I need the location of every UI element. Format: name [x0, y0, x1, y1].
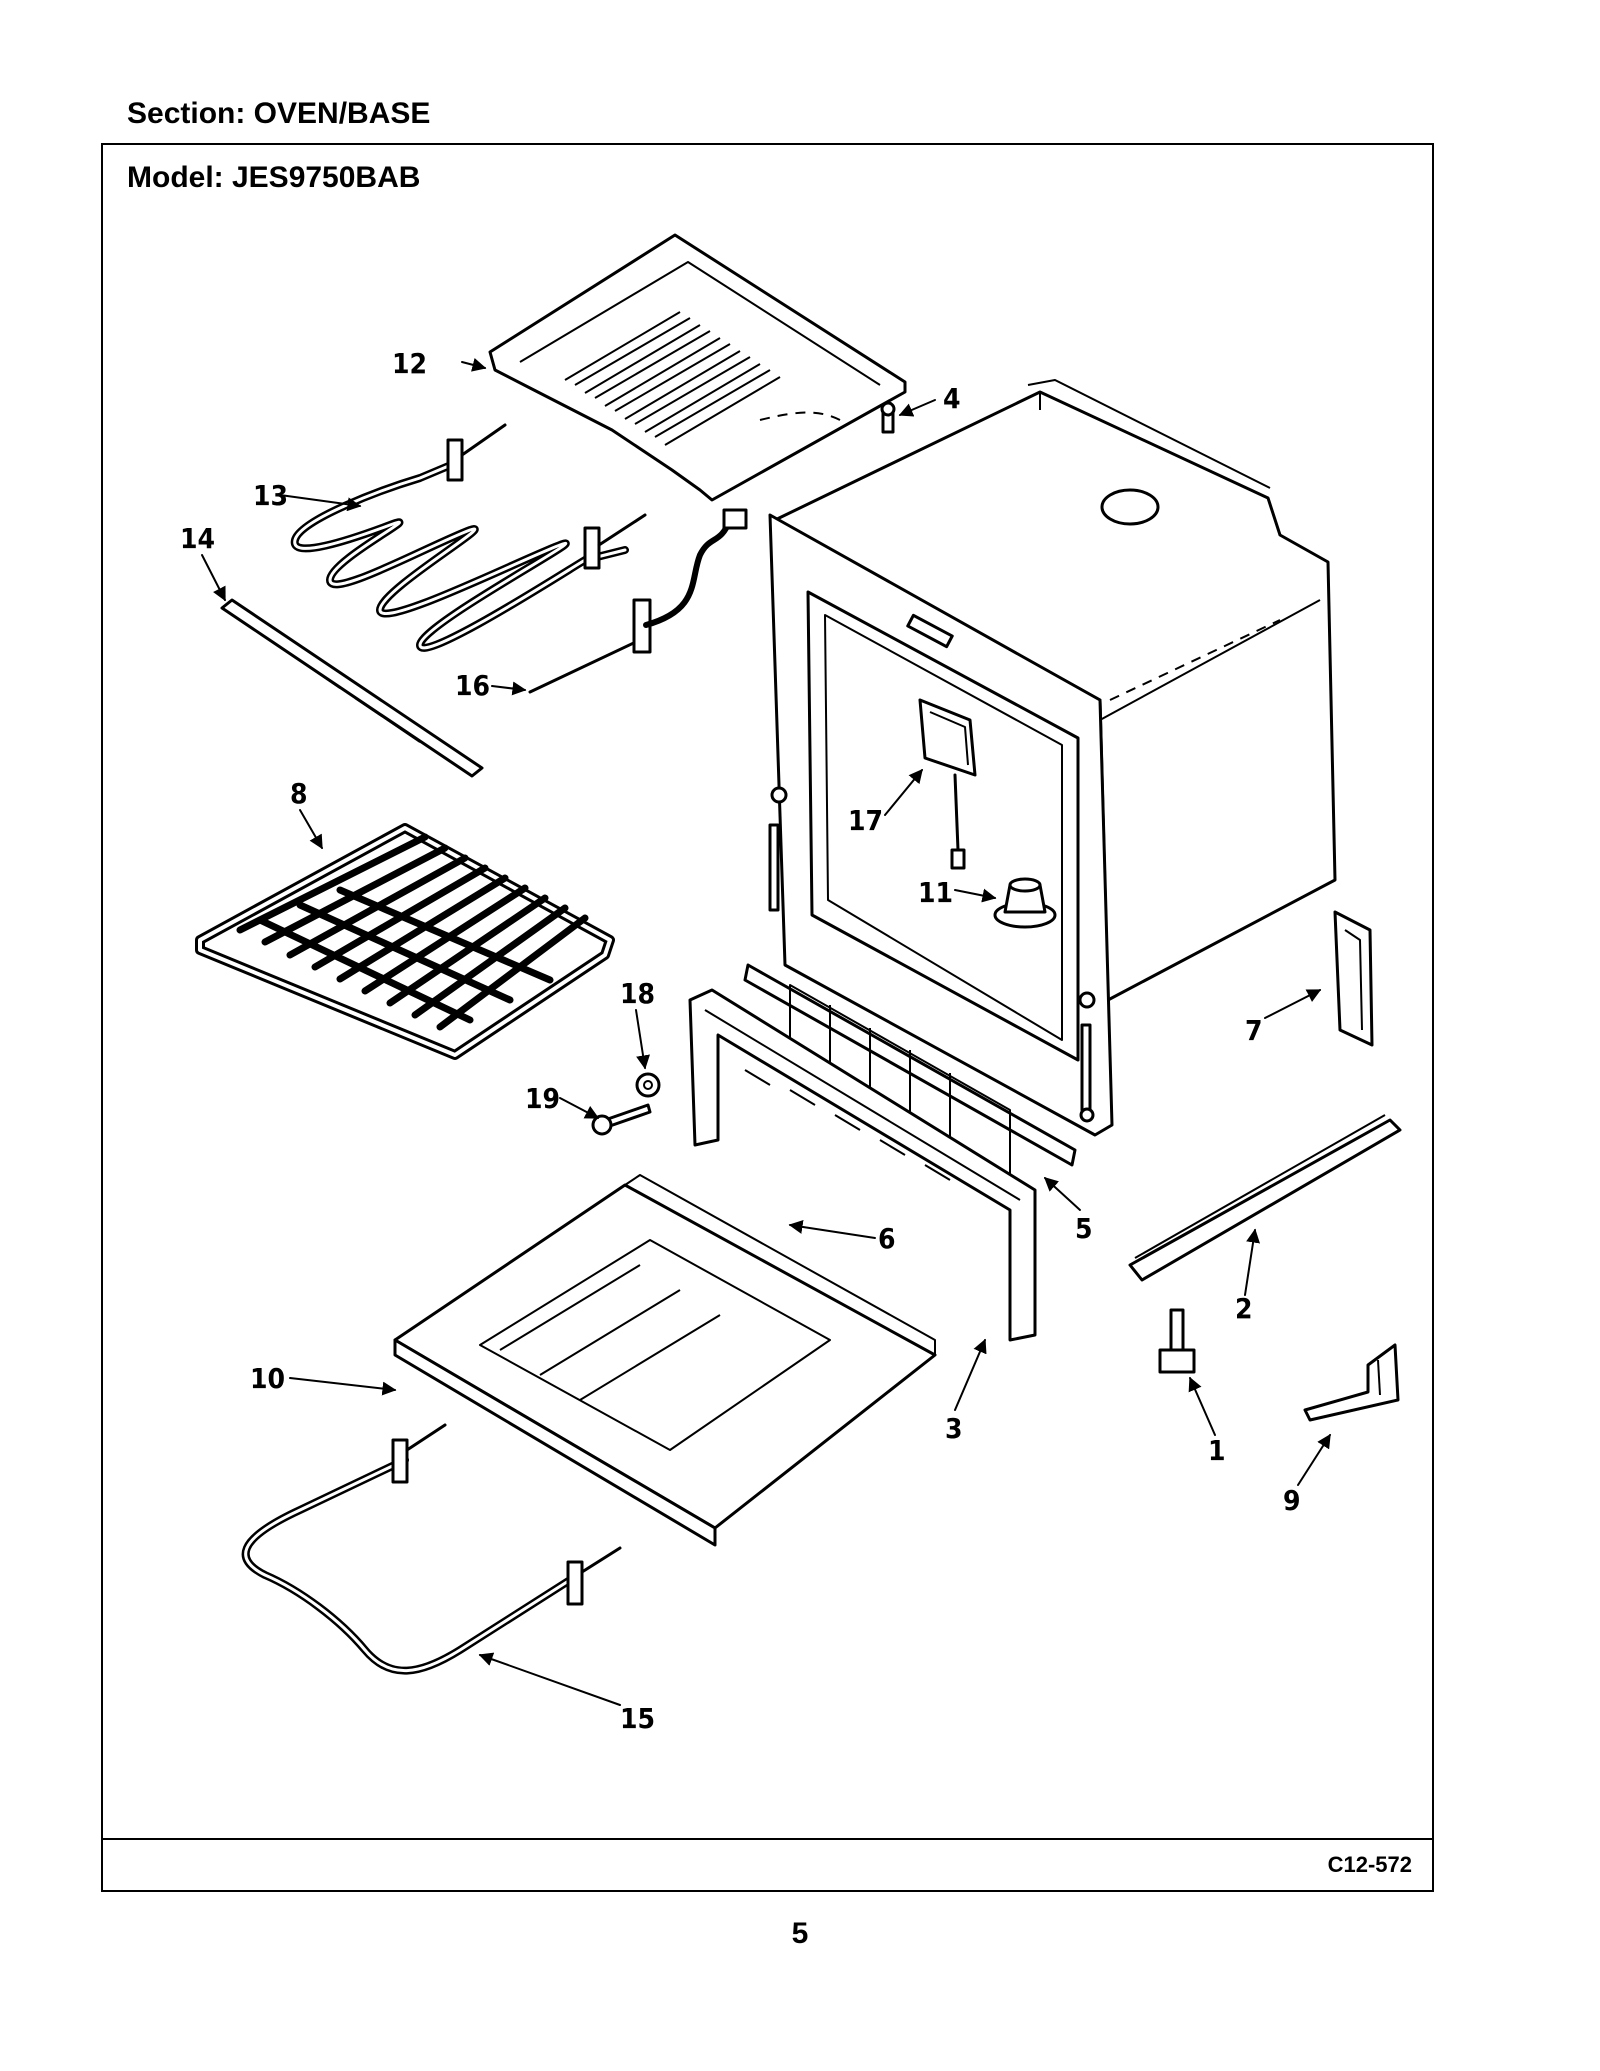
page-number: 5	[791, 1917, 809, 1950]
top-heat-shield-icon	[488, 233, 907, 502]
callout-3: 3	[945, 1412, 963, 1445]
latch-assembly-icon	[918, 698, 977, 870]
broil-element-icon	[290, 423, 647, 652]
bottom-panel-icon	[624, 1174, 936, 1355]
drawing-code: C12-572	[1327, 1852, 1412, 1877]
callout-14: 14	[180, 522, 215, 555]
callout-13: 13	[253, 479, 288, 512]
leveling-leg-icon	[1158, 1308, 1196, 1374]
bake-element-icon	[241, 1423, 622, 1675]
screw-icon	[880, 401, 896, 434]
nut-icon	[635, 1072, 661, 1098]
oven-cavity	[768, 379, 1337, 1137]
callout-16: 16	[455, 669, 490, 702]
callout-10: 10	[250, 1362, 285, 1395]
section-title: Section: OVEN/BASE	[127, 97, 431, 130]
callout-17: 17	[848, 804, 883, 837]
base-rail-icon	[1128, 1114, 1402, 1282]
callout-18: 18	[620, 977, 655, 1010]
callout-15: 15	[620, 1702, 655, 1735]
footer-divider	[101, 1838, 1434, 1840]
callout-4: 4	[943, 382, 961, 415]
callout-19: 19	[525, 1082, 560, 1115]
temperature-sensor-icon	[528, 508, 748, 694]
callout-5: 5	[1075, 1212, 1093, 1245]
toe-kick-panel-icon	[743, 963, 1077, 1176]
callout-7: 7	[1245, 1014, 1263, 1047]
front-frame-icon	[688, 988, 1037, 1342]
anti-tip-bracket-icon	[1303, 1343, 1400, 1422]
bolt-icon	[591, 1103, 652, 1136]
rack-support-icon	[220, 598, 484, 778]
callout-6: 6	[878, 1222, 896, 1255]
callout-9: 9	[1283, 1484, 1301, 1517]
diagram-frame	[101, 143, 1434, 1892]
light-socket-icon	[993, 877, 1057, 929]
callout-8: 8	[290, 777, 308, 810]
callout-12: 12	[392, 347, 427, 380]
callout-1: 1	[1208, 1434, 1226, 1467]
callout-2: 2	[1235, 1292, 1253, 1325]
model-title: Model: JES9750BAB	[127, 161, 421, 194]
oven-bottom-icon	[393, 1183, 937, 1547]
callout-11: 11	[918, 876, 953, 909]
oven-rack-icon	[195, 823, 615, 1060]
side-bracket-icon	[1333, 910, 1374, 1047]
